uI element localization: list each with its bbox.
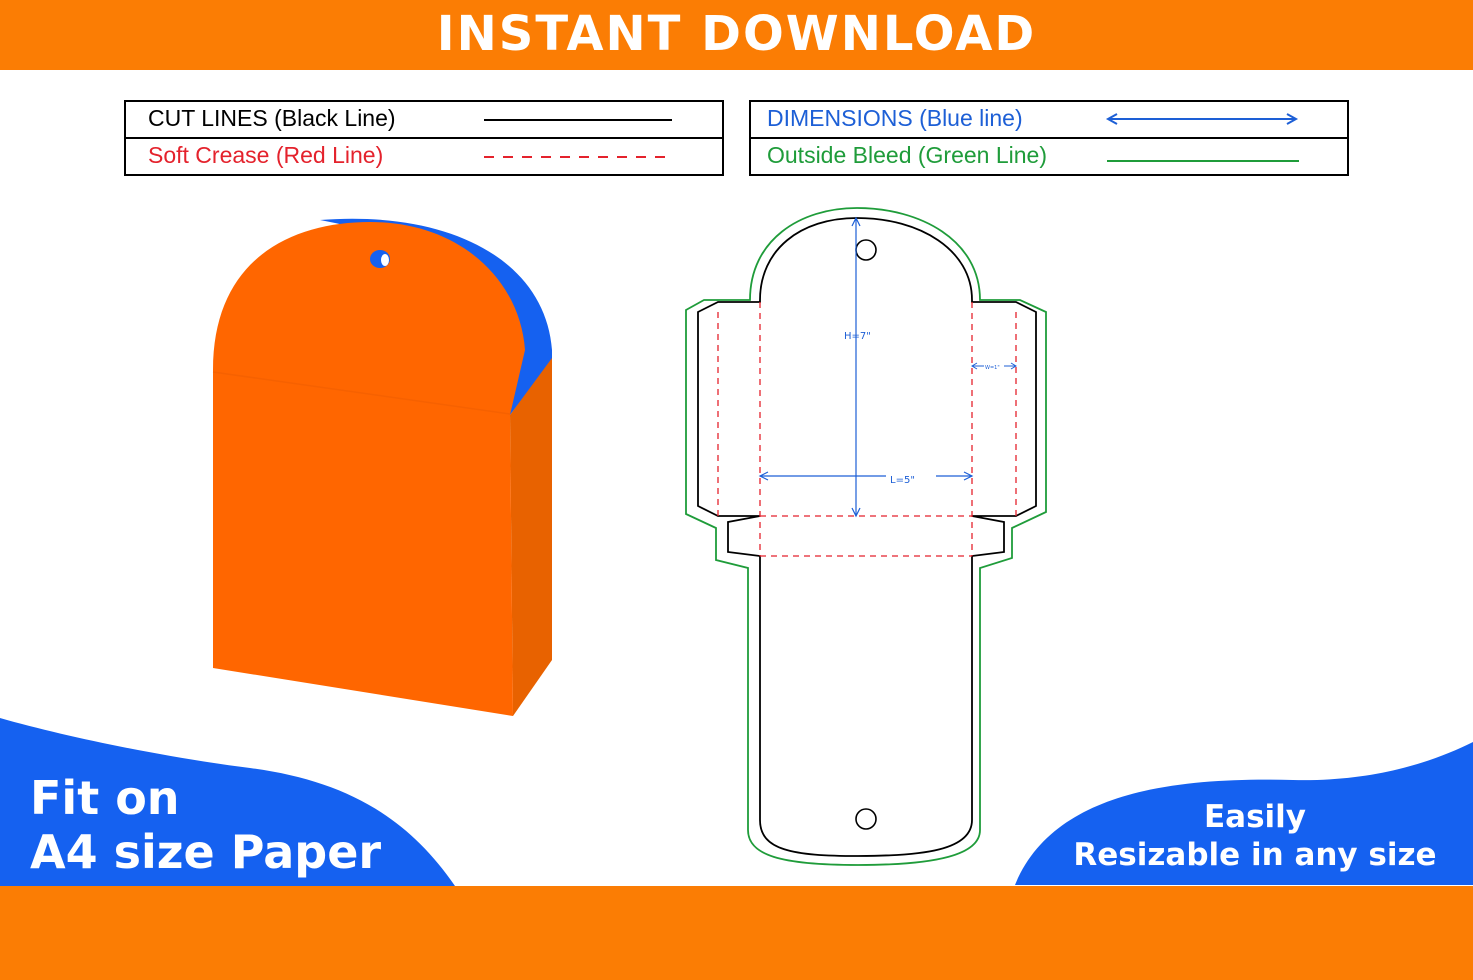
soft-crease-label: Soft Crease (Red Line) — [148, 142, 384, 168]
dimension-arrow-sample — [1105, 113, 1299, 125]
resize-line-2: Resizable in any size — [1073, 837, 1437, 873]
resizable-text: Easily Resizable in any size — [1060, 798, 1450, 874]
fit-line-2: A4 size Paper — [30, 825, 382, 879]
top-banner: INSTANT DOWNLOAD — [0, 0, 1473, 70]
box-side-panel — [510, 358, 552, 716]
width-label: W=1" — [985, 365, 1000, 371]
fit-line-1: Fit on — [30, 771, 180, 825]
box-lid-inner-blue — [320, 218, 552, 415]
legend-left: CUT LINES (Black Line) Soft Crease (Red … — [124, 100, 724, 176]
length-label: L=5" — [890, 475, 915, 486]
bleed-line-sample — [1107, 160, 1299, 162]
fit-on-a4-text: Fit on A4 size Paper — [30, 771, 381, 879]
cut-lines-label: CUT LINES (Black Line) — [148, 105, 396, 131]
dimensions-label: DIMENSIONS (Blue line) — [767, 105, 1023, 131]
height-label: H=7" — [844, 331, 871, 342]
legend-row-outside-bleed: Outside Bleed (Green Line) — [751, 137, 1347, 173]
resize-line-1: Easily — [1203, 799, 1306, 835]
dieline-drawing: H=7" L=5" W=1" — [685, 207, 1047, 866]
legend-right: DIMENSIONS (Blue line) Outside Bleed (Gr… — [749, 100, 1349, 176]
dieline-top-hole — [855, 239, 877, 261]
length-dimension — [758, 471, 974, 481]
outside-bleed-label: Outside Bleed (Green Line) — [767, 142, 1047, 168]
width-dimension — [971, 362, 1017, 370]
crease-lines — [717, 302, 1017, 557]
cut-outline — [697, 217, 1037, 857]
soft-crease-sample — [484, 156, 672, 158]
cut-line-sample — [484, 119, 672, 121]
legend-row-soft-crease: Soft Crease (Red Line) — [126, 137, 722, 173]
box-illustration — [212, 218, 552, 716]
dieline-bottom-hole — [855, 808, 877, 830]
height-dimension — [851, 216, 861, 518]
banner-title: INSTANT DOWNLOAD — [436, 6, 1037, 62]
bottom-banner — [0, 886, 1473, 980]
legend-row-dimensions: DIMENSIONS (Blue line) — [751, 102, 1347, 138]
box-front-panel — [213, 222, 525, 716]
bleed-outline — [685, 207, 1047, 866]
legend-row-cut-lines: CUT LINES (Black Line) — [126, 102, 722, 138]
wave-left — [0, 718, 455, 886]
wave-right — [1015, 742, 1473, 885]
